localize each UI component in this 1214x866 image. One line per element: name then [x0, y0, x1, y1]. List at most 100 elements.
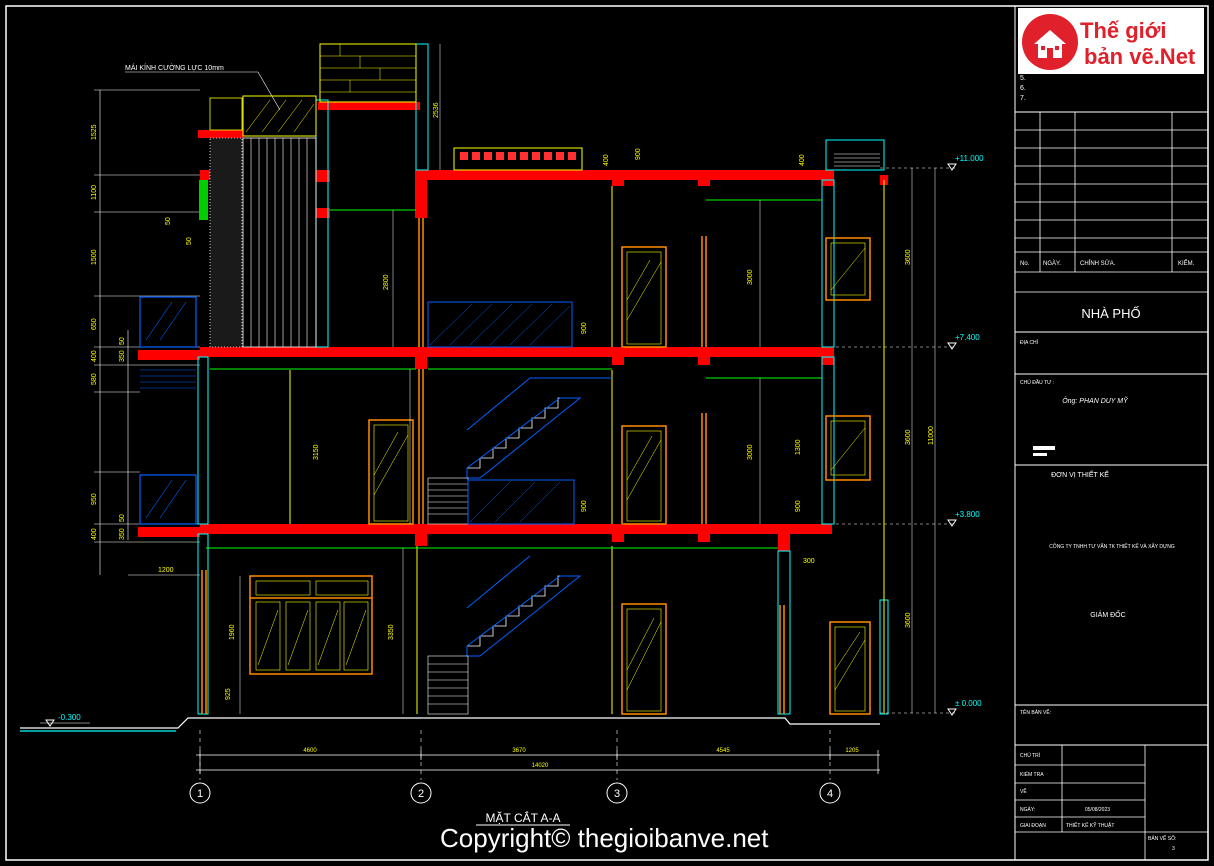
- level-markers: +11.000 +7.400 +3.800 ± 0.000 -0.300: [40, 154, 984, 727]
- dim-text: 50: [165, 217, 172, 225]
- dim-text: 3670: [512, 748, 526, 754]
- section-title: MẶT CẮT A-A: [486, 810, 561, 825]
- drawing-frame: [5, 5, 1209, 861]
- dim-text: 3600: [905, 612, 912, 628]
- tb-phase: THIẾT KẾ KỸ THUẬT: [1066, 822, 1114, 829]
- rev-col: CHỈNH SỬA.: [1080, 260, 1116, 267]
- dim-text: 650: [91, 318, 98, 330]
- tb-row: CHỦ TRÌ: [1020, 752, 1041, 759]
- header-num: 5.: [1020, 75, 1026, 82]
- ceiling-lines: [206, 199, 822, 549]
- dim-text: 3600: [905, 249, 912, 265]
- level-label: ± 0.000: [955, 699, 982, 708]
- door: [621, 246, 667, 348]
- dim-text: 1960: [229, 624, 236, 640]
- ground: [20, 717, 880, 732]
- door: [368, 419, 414, 525]
- design-unit: ĐƠN VỊ THIẾT KẾ: [1051, 469, 1109, 479]
- axis-bubble: [410, 782, 432, 804]
- dim-text: 50: [119, 514, 126, 522]
- partitions: [289, 180, 885, 714]
- dim-text: 1205: [845, 748, 859, 754]
- window: [825, 237, 871, 301]
- level-label: -0.300: [58, 713, 81, 722]
- dim-text: 50: [186, 237, 193, 245]
- door: [621, 425, 667, 525]
- dim-text: 400: [91, 528, 98, 540]
- dim-text: 2536: [433, 102, 440, 118]
- floor-slabs: [138, 102, 888, 551]
- dim-text: 3000: [747, 444, 754, 460]
- address-label: ĐỊA CHỈ: [1020, 339, 1039, 346]
- dim-text: 900: [635, 148, 642, 160]
- rev-col: No.: [1020, 261, 1030, 267]
- dim-text: 1300: [795, 439, 802, 455]
- tb-row: GIAI ĐOẠN: [1020, 823, 1046, 829]
- glass-note: MÁI KÍNH CƯỜNG LỰC 10mm: [125, 63, 224, 72]
- logo-text: bản vẽ.Net: [1084, 44, 1196, 69]
- owner-label: CHỦ ĐẦU TƯ :: [1020, 379, 1054, 386]
- door: [621, 603, 667, 715]
- dim-total: 14020: [532, 763, 549, 769]
- tb-row: NGÀY:: [1020, 806, 1035, 813]
- dim-text: 3000: [747, 269, 754, 285]
- brand-logo: Thế giới bản vẽ.Net: [1018, 8, 1204, 74]
- rev-col: NGÀY.: [1043, 260, 1061, 267]
- tb-row: KIỂM TRA: [1020, 771, 1044, 778]
- axis-bubble: [819, 782, 841, 804]
- copyright-text: Copyright© thegioibanve.net: [440, 823, 769, 853]
- sheet-no: 3: [1172, 846, 1175, 852]
- sheet-label: BẢN VẼ SỐ:: [1148, 835, 1176, 842]
- balconies: [139, 296, 197, 525]
- window: [825, 415, 871, 481]
- left-dimensions: [94, 89, 200, 576]
- drawing-name-label: TÊN BẢN VẼ:: [1020, 708, 1051, 716]
- project-title: NHÀ PHỐ: [1081, 306, 1140, 321]
- axis-label: 4: [827, 788, 833, 800]
- dim-text: 4545: [716, 748, 730, 754]
- tb-row: VẼ: [1020, 788, 1027, 795]
- dim-text: 1500: [91, 249, 98, 265]
- axis-label: 3: [614, 788, 620, 800]
- dim-text: 4600: [303, 748, 317, 754]
- dim-text: 1100: [91, 185, 98, 200]
- axis-label: 2: [418, 788, 424, 800]
- level-label: +7.400: [955, 333, 980, 342]
- house-icon: [1022, 14, 1078, 70]
- roof-structure: [199, 43, 880, 348]
- header-num: 6.: [1020, 85, 1026, 92]
- dim-text: 350: [119, 528, 126, 540]
- axis-bubble: [606, 782, 628, 804]
- balcony-railing: [139, 474, 197, 525]
- balcony-railing: [139, 296, 197, 348]
- dim-text: 1200: [158, 567, 174, 574]
- dim-text: 400: [603, 154, 610, 166]
- glass-panel: [242, 137, 317, 348]
- stairs: [427, 301, 612, 715]
- dim-text: 900: [795, 500, 802, 512]
- dim-text: 2800: [383, 274, 390, 290]
- bottom-dimensions: [196, 750, 880, 774]
- dim-text: 400: [799, 154, 806, 166]
- window-large: [249, 575, 373, 675]
- logo-text: Thế giới: [1080, 18, 1167, 43]
- level-label: +11.000: [955, 154, 984, 163]
- dim-text: 350: [119, 350, 126, 362]
- dim-text: 3350: [388, 624, 395, 640]
- stamp-mark: [1033, 446, 1055, 450]
- dim-text: 580: [91, 373, 98, 385]
- dim-text: 3150: [313, 444, 320, 460]
- dim-text: 925: [225, 688, 232, 700]
- dim-text: 11000: [928, 426, 935, 445]
- dim-text: 300: [803, 558, 815, 565]
- doors: [249, 237, 871, 715]
- dim-text: 1525: [91, 124, 98, 140]
- director-label: GIÁM ĐỐC: [1090, 609, 1125, 619]
- rev-col: KIỂM.: [1178, 260, 1195, 267]
- inner-dim-lines: [239, 44, 936, 714]
- dim-text: 900: [581, 322, 588, 334]
- dim-text: 950: [91, 493, 98, 505]
- dim-text: 400: [91, 350, 98, 362]
- level-label: +3.800: [955, 510, 980, 519]
